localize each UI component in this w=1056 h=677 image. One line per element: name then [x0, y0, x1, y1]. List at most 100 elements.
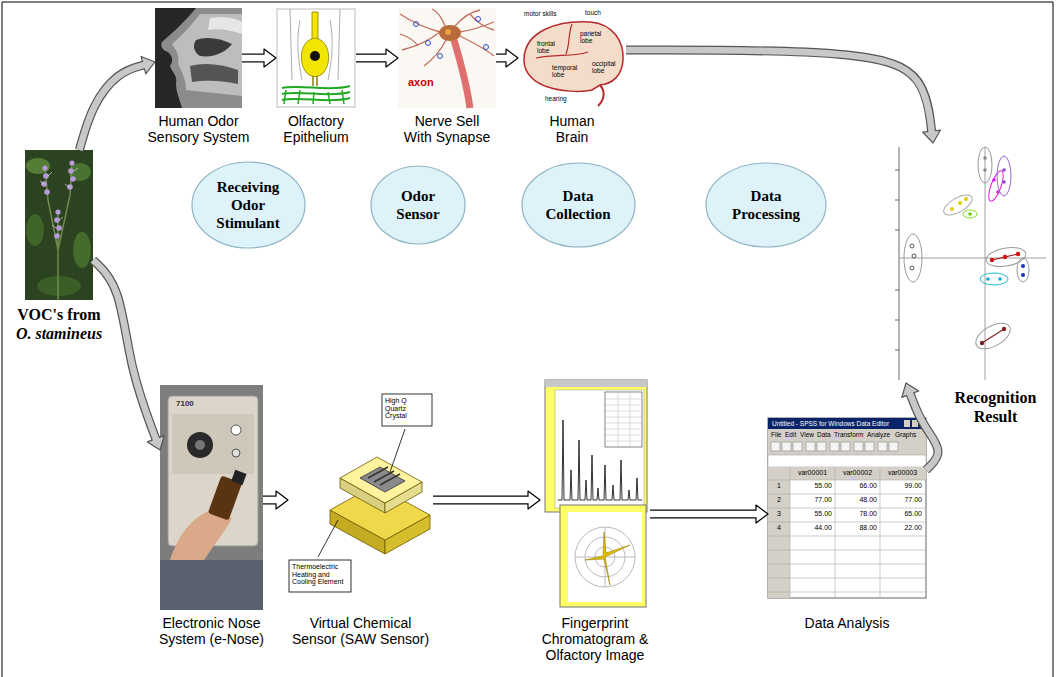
plant-photo-part-part	[54, 233, 60, 239]
axon-label: axon	[408, 76, 434, 88]
spss-window-part	[768, 480, 790, 598]
mri-image-part	[194, 38, 232, 56]
epithelium-drawing-part	[282, 86, 350, 100]
image-panel: Human Brain	[518, 8, 626, 108]
saw-sensor-drawing-part	[288, 390, 433, 610]
enose-photo	[160, 385, 263, 610]
ellipse-text: Data Processing	[726, 187, 806, 223]
brain-label: hearing	[545, 95, 567, 102]
arrow-fill	[626, 50, 932, 134]
brain-drawing	[518, 8, 626, 108]
brain-label: frontal lobe	[537, 40, 563, 54]
neuron-drawing-part	[400, 9, 494, 66]
scatter-plot-part	[986, 169, 1006, 202]
epithelium-drawing-part	[310, 51, 320, 61]
scatter-plot-part	[1021, 264, 1025, 268]
epithelium-drawing-part	[277, 9, 355, 107]
saw-sensor-drawing-part	[360, 467, 405, 492]
scatter-plot-part	[1021, 273, 1025, 277]
saw-sensor-drawing	[288, 390, 433, 610]
caption: Electronic Nose System (e-Nose)	[156, 615, 268, 647]
stage-label: Odor Sensor	[383, 187, 453, 223]
epithelium-drawing-part	[284, 90, 344, 104]
scatter-plot-part	[998, 277, 1002, 281]
scatter-plot-part	[1016, 252, 1020, 256]
stage-label: Data Processing	[726, 187, 806, 223]
saw-sensor-drawing-part	[382, 394, 432, 426]
saw-sensor-drawing-part	[340, 457, 422, 503]
ellipse-text: Data Collection	[538, 187, 618, 223]
spss-window-part-part	[830, 442, 839, 451]
row-number: 3	[768, 510, 790, 518]
scatter-plot-part	[1002, 327, 1006, 331]
caption: Data Analysis	[787, 615, 907, 631]
brain-drawing-part	[566, 24, 572, 54]
scatter-plot-part	[910, 244, 914, 248]
mri-image-part	[190, 64, 238, 84]
caption-block: Human Brain	[545, 113, 600, 145]
table-cell: 55.00	[790, 510, 832, 518]
enose-photo-part	[232, 449, 240, 457]
spss-window-part-part	[841, 442, 850, 451]
plant-photo-part-part	[42, 165, 47, 170]
neuron-drawing-part	[438, 54, 443, 59]
spss-window-part	[768, 418, 926, 598]
menu-item: Analyze	[867, 431, 890, 438]
table-cell: 77.00	[880, 496, 922, 504]
saw-sensor-drawing-part	[289, 560, 351, 592]
column-header: var00003	[880, 469, 925, 477]
epithelium-drawing-part	[313, 76, 317, 86]
brain-label: parietal lobe	[580, 30, 610, 44]
scatter-plot-part	[980, 341, 984, 345]
spss-window-part-part	[854, 442, 863, 451]
stage-label: Data Collection	[538, 187, 618, 223]
epithelium-drawing-part	[312, 12, 318, 40]
window-title: Untitled - SPSS for Windows Data Editor	[772, 420, 889, 427]
plant-photo-part-part	[56, 225, 62, 231]
table-cell: 48.00	[835, 496, 877, 504]
spss-window-part	[768, 418, 926, 429]
scatter-plot-part	[983, 156, 987, 160]
spss-window-part-part	[806, 442, 815, 451]
caption-block: Nerve Sell With Synapse	[402, 113, 492, 145]
scatter-plot-part	[978, 147, 992, 183]
image-panel: Nerve Sell With Synapse	[398, 8, 496, 108]
chromatogram-windows	[545, 380, 647, 607]
ellipse-outline	[521, 162, 636, 248]
scatter-plot-part	[1003, 255, 1007, 259]
arrow-fill	[433, 497, 531, 504]
scatter-plot-part	[1002, 168, 1006, 172]
scatter-plot-part	[986, 277, 990, 281]
caption-block: Virtual Chemical Sensor (SAW Sensor)	[288, 615, 433, 647]
table-cell: 44.00	[790, 524, 832, 532]
caption: VOC's from	[4, 305, 114, 324]
menu-item: Data	[817, 431, 831, 438]
arrow-fill	[909, 391, 938, 470]
column-header: var00001	[790, 469, 835, 477]
scatter-plot-part	[992, 254, 1018, 260]
block-arrow	[356, 49, 398, 67]
image-panel: Olfactory Epithelium	[276, 8, 356, 108]
brain-label: temporal lobe	[552, 64, 584, 78]
row-number: 2	[768, 496, 790, 504]
image-panel: Recognition Result	[893, 143, 1048, 383]
brain-label: occipital lobe	[592, 60, 620, 74]
enose-photo-part	[160, 560, 263, 610]
spss-window-part-part	[771, 442, 780, 451]
chromatogram-windows-part	[605, 392, 642, 447]
table-cell: 77.00	[790, 496, 832, 504]
block-arrow	[433, 491, 540, 509]
plant-photo-part	[37, 276, 81, 296]
saw-sensor-drawing-part	[368, 467, 400, 485]
plant-photo-part	[40, 168, 78, 228]
plant-photo-part-part	[67, 184, 73, 190]
callout-label: Thermoelectric Heating and Cooling Eleme…	[292, 563, 347, 586]
chromatogram-windows-part	[575, 527, 635, 587]
image-panel: Human Odor Sensory System	[155, 8, 242, 108]
neuron-drawing	[398, 8, 496, 108]
row-number: 1	[768, 482, 790, 490]
chromatogram-windows-part	[555, 390, 644, 508]
